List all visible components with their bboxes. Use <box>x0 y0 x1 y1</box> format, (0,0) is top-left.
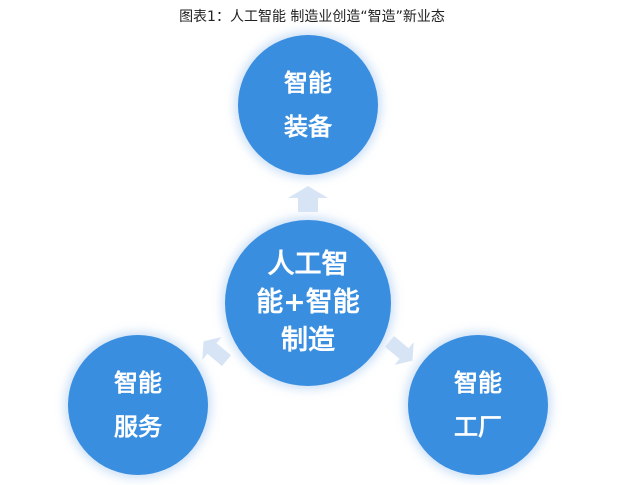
node-label: 装备 <box>284 113 332 141</box>
node-smart-equipment: 智能 装备 <box>238 35 378 175</box>
node-smart-factory: 智能 工厂 <box>408 335 548 475</box>
node-label: 智能 <box>284 69 332 97</box>
arrow-up-icon <box>288 186 328 212</box>
node-label: 服务 <box>114 413 162 441</box>
arrow-down-right-icon <box>385 335 414 366</box>
figure-title: 图表1：人工智能 制造业创造“智造”新业态 <box>179 9 445 25</box>
node-label: 能+智能 <box>256 287 360 318</box>
node-smart-service: 智能 服务 <box>68 335 208 475</box>
node-ai-smart-manufacturing: 人工智 能+智能 制造 <box>225 220 391 386</box>
node-label: 工厂 <box>454 413 502 441</box>
node-label: 智能 <box>114 369 162 397</box>
arrow-up-left-icon <box>202 336 231 367</box>
node-label: 智能 <box>454 369 502 397</box>
node-label: 制造 <box>281 325 335 356</box>
node-label: 人工智 <box>267 249 349 280</box>
